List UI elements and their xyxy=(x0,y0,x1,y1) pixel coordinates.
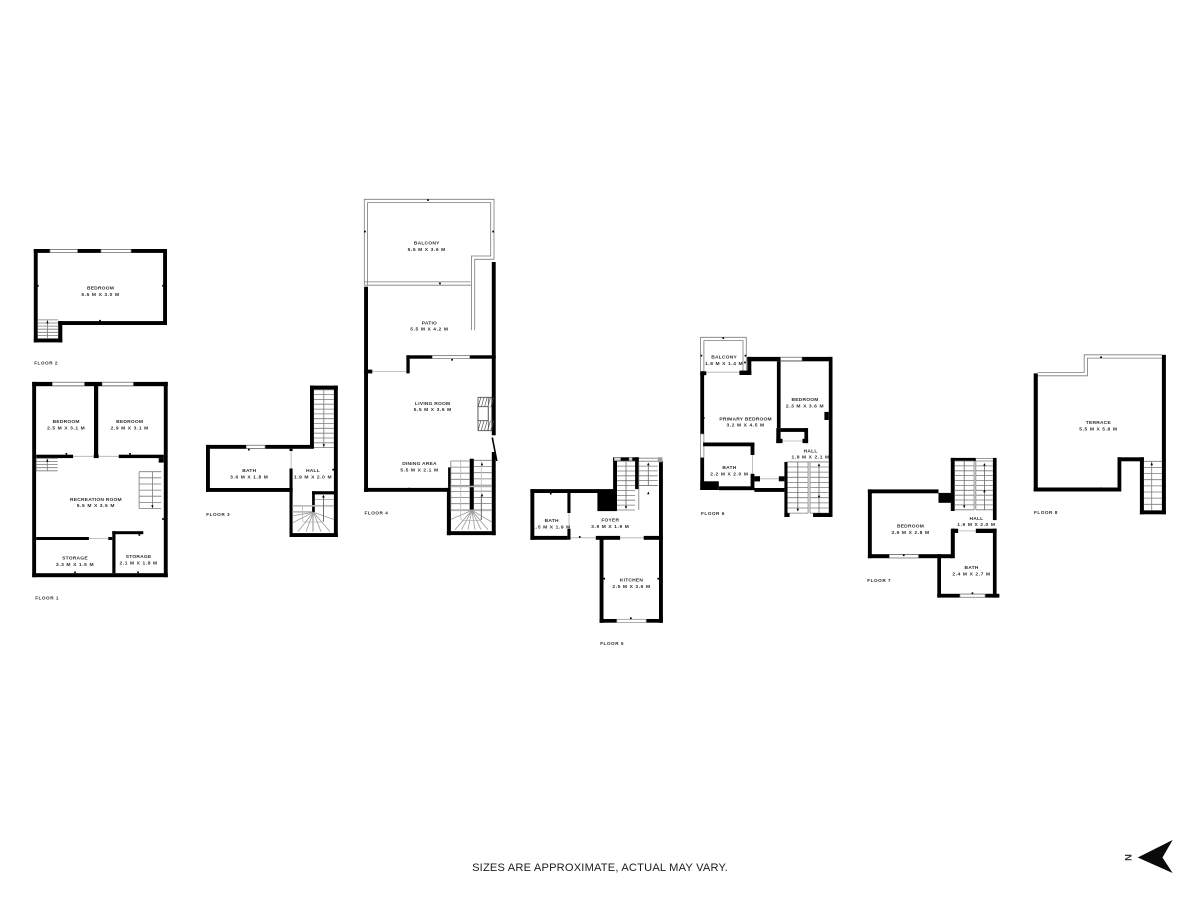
svg-text:BALCONY: BALCONY xyxy=(414,240,440,246)
svg-text:PATIO: PATIO xyxy=(422,320,437,326)
svg-text:2.4 M X 2.7 M: 2.4 M X 2.7 M xyxy=(952,571,990,577)
svg-text:BEDROOM: BEDROOM xyxy=(791,397,818,403)
svg-text:LIVING ROOM: LIVING ROOM xyxy=(415,401,450,407)
svg-text:FLOOR 6: FLOOR 6 xyxy=(701,511,725,516)
svg-text:FLOOR 1: FLOOR 1 xyxy=(35,596,59,601)
svg-text:5.5 M X 3.0 M: 5.5 M X 3.0 M xyxy=(81,292,119,298)
svg-text:FLOOR 7: FLOOR 7 xyxy=(867,578,891,583)
svg-text:BATH: BATH xyxy=(722,465,736,471)
svg-text:STORAGE: STORAGE xyxy=(62,556,88,562)
svg-text:2.9 M X 3.1 M: 2.9 M X 3.1 M xyxy=(111,425,149,431)
svg-text:KITCHEN: KITCHEN xyxy=(620,578,644,584)
svg-text:FLOOR 5: FLOOR 5 xyxy=(600,641,624,646)
svg-text:3.6 M X 1.8 M: 3.6 M X 1.8 M xyxy=(230,474,268,480)
svg-text:2.2 M X 2.0 M: 2.2 M X 2.0 M xyxy=(710,471,748,477)
svg-text:2.5 M X 3.1 M: 2.5 M X 3.1 M xyxy=(47,425,85,431)
svg-text:HALL: HALL xyxy=(969,516,983,522)
svg-text:2.1 M X 1.8 M: 2.1 M X 1.8 M xyxy=(119,560,157,566)
svg-text:3.9 M X 1.9 M: 3.9 M X 1.9 M xyxy=(591,524,629,530)
svg-text:3.3 M X 1.5 M: 3.3 M X 1.5 M xyxy=(56,562,94,568)
svg-text:TERRACE: TERRACE xyxy=(1086,420,1112,426)
svg-text:5.5 M X 3.6 M: 5.5 M X 3.6 M xyxy=(414,407,452,413)
svg-text:FLOOR 2: FLOOR 2 xyxy=(34,361,58,366)
svg-text:1.9 M X 2.0 M: 1.9 M X 2.0 M xyxy=(294,474,332,480)
svg-text:1.9 M X 2.1 M: 1.9 M X 2.1 M xyxy=(791,455,829,461)
svg-text:BEDROOM: BEDROOM xyxy=(87,285,114,291)
svg-text:1.5 M X 1.9 M: 1.5 M X 1.9 M xyxy=(533,524,571,530)
svg-text:PRIMARY BEDROOM: PRIMARY BEDROOM xyxy=(719,416,771,422)
svg-text:BEDROOM: BEDROOM xyxy=(53,419,80,425)
svg-text:3.6 M X 2.8 M: 3.6 M X 2.8 M xyxy=(891,530,929,536)
svg-text:1.8 M X 1.4 M: 1.8 M X 1.4 M xyxy=(705,361,743,367)
svg-text:BALCONY: BALCONY xyxy=(711,355,737,361)
svg-text:N: N xyxy=(1123,854,1133,861)
svg-text:5.5 M X 3.5 M: 5.5 M X 3.5 M xyxy=(77,503,115,509)
svg-text:HALL: HALL xyxy=(306,468,320,474)
svg-text:3.2 M X 4.5 M: 3.2 M X 4.5 M xyxy=(726,423,764,429)
svg-text:5.5 M X 3.6 M: 5.5 M X 3.6 M xyxy=(408,247,446,253)
svg-text:2.3 M X 3.6 M: 2.3 M X 3.6 M xyxy=(786,404,824,410)
svg-text:BATH: BATH xyxy=(964,565,978,571)
svg-text:5.5 M X 2.1 M: 5.5 M X 2.1 M xyxy=(400,467,438,473)
svg-text:HALL: HALL xyxy=(804,448,818,454)
svg-text:BEDROOM: BEDROOM xyxy=(116,419,143,425)
svg-text:FLOOR 3: FLOOR 3 xyxy=(206,512,230,517)
svg-text:BATH: BATH xyxy=(242,468,256,474)
svg-text:FOYER: FOYER xyxy=(601,518,619,524)
svg-text:FLOOR 8: FLOOR 8 xyxy=(1034,510,1058,515)
svg-text:RECREATION ROOM: RECREATION ROOM xyxy=(70,497,122,503)
svg-text:BEDROOM: BEDROOM xyxy=(897,523,924,529)
svg-text:2.5 M X 3.6 M: 2.5 M X 3.6 M xyxy=(612,584,650,590)
svg-text:DINING AREA: DINING AREA xyxy=(402,461,437,467)
svg-text:SIZES ARE APPROXIMATE, ACTUAL: SIZES ARE APPROXIMATE, ACTUAL MAY VARY. xyxy=(472,862,728,874)
svg-text:1.9 M X 2.0 M: 1.9 M X 2.0 M xyxy=(957,522,995,528)
svg-text:FLOOR 4: FLOOR 4 xyxy=(365,511,389,516)
svg-text:BATH: BATH xyxy=(545,518,559,524)
svg-text:5.5 M X 4.2 M: 5.5 M X 4.2 M xyxy=(410,327,448,333)
svg-text:5.5 M X 5.8 M: 5.5 M X 5.8 M xyxy=(1079,427,1117,433)
svg-text:STORAGE: STORAGE xyxy=(126,554,152,560)
